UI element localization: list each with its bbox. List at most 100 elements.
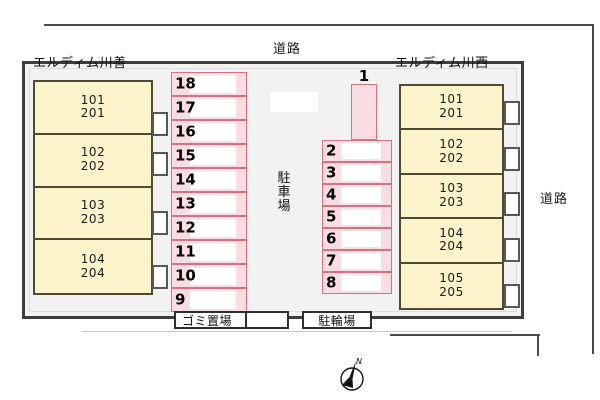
unit-left-1-floor1: 101	[80, 92, 106, 107]
parking-stall-12-plate	[190, 219, 236, 237]
unit-right-3: 103 203	[401, 175, 502, 220]
unit-right-1: 101 201	[401, 86, 502, 131]
unit-left-3: 103 203	[35, 188, 151, 241]
unit-left-1-floor2: 201	[80, 106, 106, 121]
parking-stall-2-number: 2	[326, 141, 337, 160]
unit-right-2-floor1: 102	[439, 136, 464, 151]
unit-left-4-floor2: 204	[80, 265, 106, 280]
parking-stall-13[interactable]: 13	[171, 192, 247, 216]
entrance-stub-left-4	[152, 265, 168, 289]
parking-stall-14[interactable]: 14	[171, 168, 247, 192]
parking-stall-11[interactable]: 11	[171, 240, 247, 264]
parking-stall-16[interactable]: 16	[171, 120, 247, 144]
svg-text:N: N	[356, 357, 362, 366]
unit-left-2: 102 202	[35, 135, 151, 188]
road-boundary-right	[592, 24, 594, 354]
building-left: 101 201 102 202 103 203 104 204	[33, 80, 153, 295]
unit-right-5: 105 205	[401, 264, 502, 308]
parking-stall-16-number: 16	[175, 122, 196, 141]
entrance-stub-right-5	[504, 284, 520, 308]
unit-right-5-floor1: 105	[439, 270, 464, 285]
entrance-stub-left-2	[152, 152, 168, 176]
road-boundary-bottom	[82, 331, 512, 332]
entrance-stub-left-1	[152, 112, 168, 136]
entrance-stub-right-2	[504, 147, 520, 171]
parking-stall-9[interactable]: 9	[171, 288, 247, 312]
parking-stall-10-plate	[190, 267, 236, 285]
unit-right-3-floor1: 103	[439, 181, 464, 196]
parking-stall-8-plate	[341, 275, 381, 291]
parking-stall-13-number: 13	[175, 194, 196, 213]
bicycle-parking-box: 駐輪場	[302, 311, 372, 329]
unit-left-2-floor1: 102	[80, 145, 106, 160]
parking-stall-18[interactable]: 18	[171, 72, 247, 96]
parking-stall-2-plate	[341, 143, 381, 159]
parking-stall-15-plate	[190, 147, 236, 165]
parking-stall-12[interactable]: 12	[171, 216, 247, 240]
parking-stall-18-plate	[190, 75, 236, 93]
unit-right-2-floor2: 202	[439, 150, 464, 165]
garbage-area-box: ゴミ置場	[174, 311, 260, 329]
parking-stall-14-plate	[190, 171, 236, 189]
parking-stall-11-number: 11	[175, 242, 196, 261]
parking-stall-1-plate	[354, 87, 374, 137]
garbage-area-box-extension	[245, 311, 289, 329]
unit-left-3-floor2: 203	[80, 211, 106, 226]
parking-stall-3-number: 3	[326, 163, 337, 182]
parking-stall-5[interactable]: 5	[322, 206, 392, 228]
parking-stall-1-number: 1	[358, 67, 370, 85]
entrance-stub-right-1	[504, 101, 520, 125]
road-boundary-top	[44, 24, 594, 26]
parking-stall-11-plate	[190, 243, 236, 261]
building-right-title: エルディム川西	[395, 56, 489, 71]
parking-stall-8-number: 8	[326, 273, 337, 292]
building-right: 101 201 102 202 103 203 104 204 105 205	[399, 84, 504, 310]
parking-stall-8[interactable]: 8	[322, 272, 392, 294]
parking-stall-4-number: 4	[326, 185, 337, 204]
parking-stall-3[interactable]: 3	[322, 162, 392, 184]
parking-stall-10[interactable]: 10	[171, 264, 247, 288]
parking-stall-17-plate	[190, 99, 236, 117]
parking-stall-5-number: 5	[326, 207, 337, 226]
unit-left-2-floor2: 202	[80, 159, 106, 174]
unit-left-4: 104 204	[35, 240, 151, 293]
road-boundary-bottom-right	[390, 334, 540, 336]
parking-stall-12-number: 12	[175, 218, 196, 237]
parking-stall-6-plate	[341, 231, 381, 247]
unit-right-5-floor2: 205	[439, 284, 464, 299]
parking-stall-10-number: 10	[175, 266, 196, 285]
unit-left-4-floor1: 104	[80, 251, 106, 266]
parking-stall-7-plate	[341, 253, 381, 269]
building-left-title: エルディム川善	[33, 56, 127, 71]
parking-stall-2[interactable]: 2	[322, 140, 392, 162]
parking-stall-6[interactable]: 6	[322, 228, 392, 250]
road-label-top: 道路	[273, 42, 302, 57]
parking-stall-6-number: 6	[326, 229, 337, 248]
unit-right-3-floor2: 203	[439, 194, 464, 209]
parking-stall-15-number: 15	[175, 146, 196, 165]
unit-right-4-floor1: 104	[439, 225, 464, 240]
parking-stall-15[interactable]: 15	[171, 144, 247, 168]
entrance-stub-right-4	[504, 238, 520, 262]
unit-right-2: 102 202	[401, 130, 502, 175]
entrance-stub-right-3	[504, 192, 520, 216]
parking-stall-7[interactable]: 7	[322, 250, 392, 272]
road-label-right: 道路	[540, 192, 569, 207]
unit-right-1-floor1: 101	[439, 92, 464, 107]
unit-left-1: 101 201	[35, 82, 151, 135]
driveway-marking	[270, 92, 318, 112]
compass-north-icon: N	[336, 355, 370, 395]
parking-stall-1[interactable]: 1	[351, 69, 377, 140]
unit-right-1-floor2: 201	[439, 106, 464, 121]
entrance-stub-left-3	[152, 211, 168, 235]
parking-stall-4[interactable]: 4	[322, 184, 392, 206]
parking-stall-9-number: 9	[175, 290, 186, 309]
unit-right-4: 104 204	[401, 219, 502, 264]
parking-stall-4-plate	[341, 187, 381, 203]
unit-left-3-floor1: 103	[80, 198, 106, 213]
parking-stall-17[interactable]: 17	[171, 96, 247, 120]
parking-stall-5-plate	[341, 209, 381, 225]
parking-stall-13-plate	[190, 195, 236, 213]
parking-area-label: 駐車場	[277, 171, 291, 215]
